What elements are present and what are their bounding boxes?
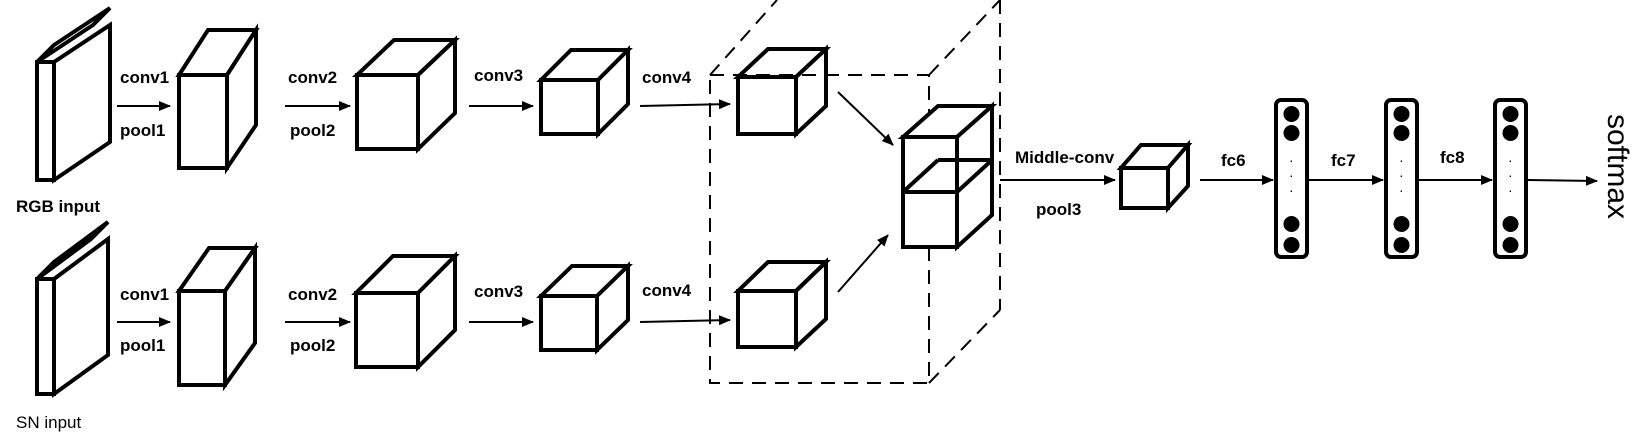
svg-text:·: · xyxy=(1289,167,1294,183)
arrow-sn-to-fusion xyxy=(837,234,889,293)
fc8-layer: · · · xyxy=(1493,98,1528,259)
sn-input-label: SN input xyxy=(16,413,81,432)
middle-cube xyxy=(1116,139,1193,214)
rgb-input-label: RGB input xyxy=(16,197,100,216)
rgb-conv1-label: conv1 xyxy=(120,68,169,87)
middle-conv-label: Middle-conv xyxy=(1015,148,1115,167)
middle-pool3-label: pool3 xyxy=(1036,200,1081,219)
arrow-sn-conv4 xyxy=(639,315,731,326)
rgb-stream: RGB input conv1 pool1 conv2 pool2 conv3 xyxy=(16,6,832,216)
fc6-label: fc6 xyxy=(1221,151,1246,170)
sn-cube-1 xyxy=(175,241,259,392)
softmax-label: softmax xyxy=(1601,114,1634,219)
fc6-layer: · · · xyxy=(1274,98,1309,259)
arrow-softmax xyxy=(1527,175,1598,186)
rgb-cube-3 xyxy=(536,45,633,139)
rgb-pool1-label: pool1 xyxy=(120,121,165,140)
sn-pool2-label: pool2 xyxy=(290,336,335,355)
fusion-stacked-cubes xyxy=(897,101,998,252)
rgb-conv4-label: conv4 xyxy=(642,68,692,87)
svg-text:·: · xyxy=(1399,152,1404,168)
sn-conv3-label: conv3 xyxy=(474,282,523,301)
sn-conv4-label: conv4 xyxy=(642,281,692,300)
sn-conv1-label: conv1 xyxy=(120,285,169,304)
svg-text:·: · xyxy=(1289,182,1294,198)
sn-cube-2 xyxy=(351,251,460,372)
rgb-cube-4 xyxy=(732,44,832,139)
svg-text:·: · xyxy=(1508,152,1513,168)
rgb-cube-2 xyxy=(351,35,461,154)
sn-stream: SN input conv1 pool1 conv2 pool2 conv3 c… xyxy=(16,220,831,432)
sn-input-slab xyxy=(35,220,110,398)
svg-text:·: · xyxy=(1289,152,1294,168)
fc7-layer: · · · xyxy=(1384,98,1419,259)
svg-text:·: · xyxy=(1508,182,1513,198)
svg-text:·: · xyxy=(1399,182,1404,198)
fc8-label: fc8 xyxy=(1440,148,1465,167)
rgb-input-slab xyxy=(35,6,112,184)
rgb-pool2-label: pool2 xyxy=(290,121,335,140)
fc7-label: fc7 xyxy=(1331,151,1356,170)
arrow-rgb-to-fusion xyxy=(837,91,894,146)
svg-text:·: · xyxy=(1399,167,1404,183)
sn-cube-3 xyxy=(536,261,633,355)
rgb-cube-1 xyxy=(175,23,260,175)
arrow-rgb-conv4 xyxy=(639,99,731,110)
sn-pool1-label: pool1 xyxy=(120,336,165,355)
rgb-conv3-label: conv3 xyxy=(474,66,523,85)
rgb-conv2-label: conv2 xyxy=(288,68,337,87)
svg-text:·: · xyxy=(1508,167,1513,183)
sn-conv2-label: conv2 xyxy=(288,285,337,304)
sn-cube-4 xyxy=(733,257,831,352)
